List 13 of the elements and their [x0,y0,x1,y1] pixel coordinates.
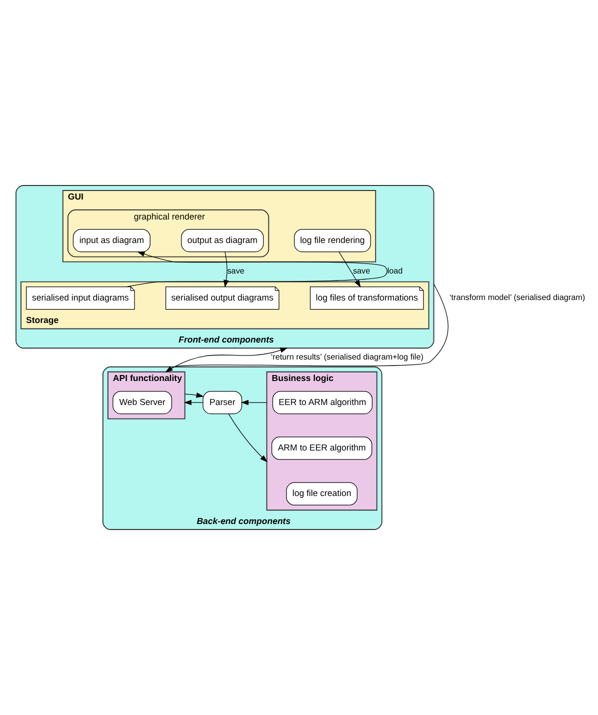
node-box: Web Server [112,390,172,414]
arrow [184,400,204,406]
node-box: ARM to EER algorithm [271,436,372,460]
node-box: log file creation [286,482,358,506]
node-box: log file rendering [294,228,371,252]
node-box: output as diagram [181,228,264,252]
node-box: Parser [202,390,242,414]
node-box: EER to ARM algorithm [272,390,372,414]
arrow [338,252,361,288]
node-box: input as diagram [72,228,150,252]
arrow [240,400,268,406]
arrow [184,392,204,398]
arrow [228,414,268,462]
